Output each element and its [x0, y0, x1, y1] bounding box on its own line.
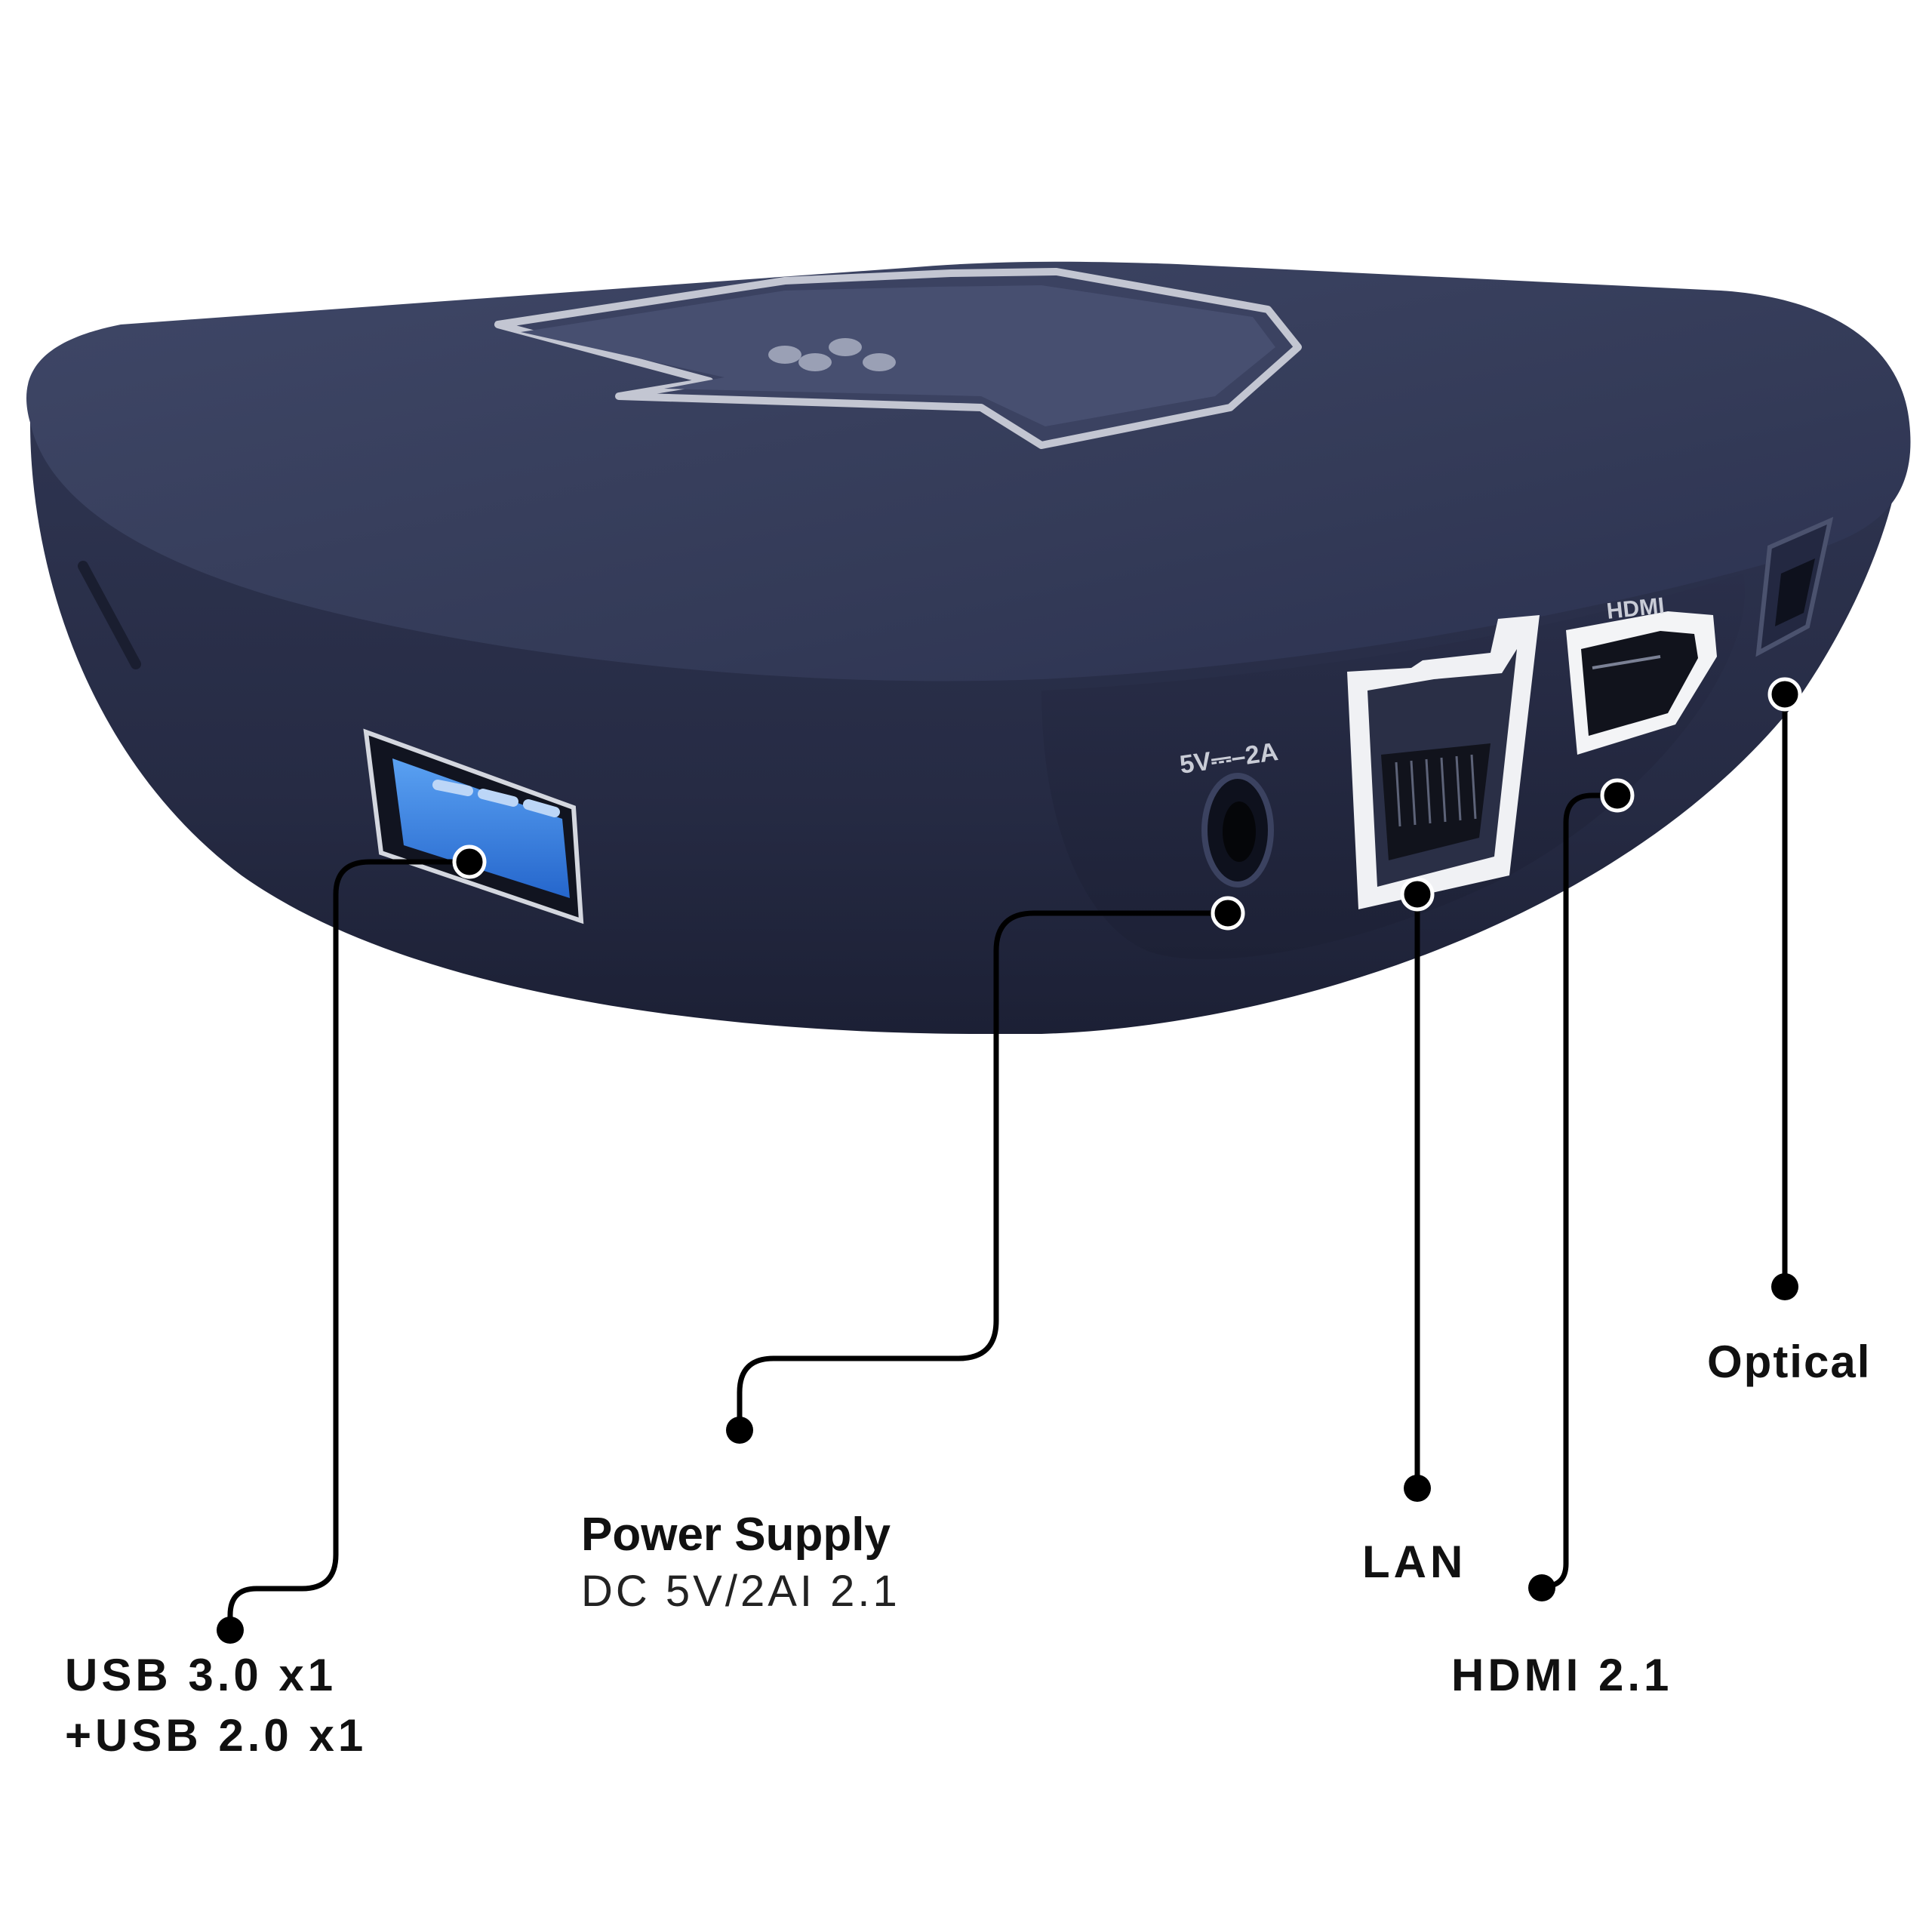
hdmi-pins	[1592, 655, 1661, 669]
hdmi-port-dot	[1600, 778, 1635, 813]
tv-box: 5V⎓–2A HDMI	[26, 261, 1911, 1034]
power-leader	[737, 910, 1228, 1430]
leader-lines	[227, 694, 1788, 1630]
power-label-dot	[726, 1417, 753, 1444]
lan-label-dot	[1404, 1475, 1431, 1502]
usb-port	[363, 728, 584, 924]
usb-port-dot	[452, 844, 487, 879]
optical-port	[1755, 516, 1834, 657]
usb-label-line2: +USB 2.0 x1	[65, 1710, 368, 1761]
optical-port-dot	[1767, 677, 1802, 712]
device-top-surface	[26, 261, 1911, 681]
brand-dots-icon	[768, 338, 896, 371]
hdmi-port: HDMI	[1566, 593, 1717, 755]
usb-pins	[432, 780, 560, 817]
top-star-inner	[521, 285, 1275, 426]
leader-dots	[217, 677, 1802, 1644]
power-label-subtitle: DC 5V/2AI 2.1	[581, 1567, 900, 1616]
usb-label-line1: USB 3.0 x1	[65, 1650, 337, 1700]
optical-label: Optical	[1707, 1337, 1872, 1387]
optical-label-dot	[1771, 1273, 1798, 1300]
hdmi-label: HDMI 2.1	[1451, 1650, 1673, 1700]
usb-label-dot	[217, 1617, 244, 1644]
power-port-dot	[1211, 896, 1245, 931]
hdmi-label-dot	[1528, 1574, 1555, 1601]
hdmi-leader	[1543, 792, 1617, 1589]
lan-pins	[1395, 754, 1477, 827]
usb-leader	[227, 859, 469, 1630]
power-label-title: Power Supply	[581, 1509, 891, 1561]
lan-port-dot	[1400, 877, 1435, 912]
lan-port	[1347, 615, 1540, 909]
lan-label: LAN	[1362, 1537, 1467, 1587]
side-vent	[78, 561, 141, 669]
hdmi-marking: HDMI	[1605, 593, 1666, 624]
